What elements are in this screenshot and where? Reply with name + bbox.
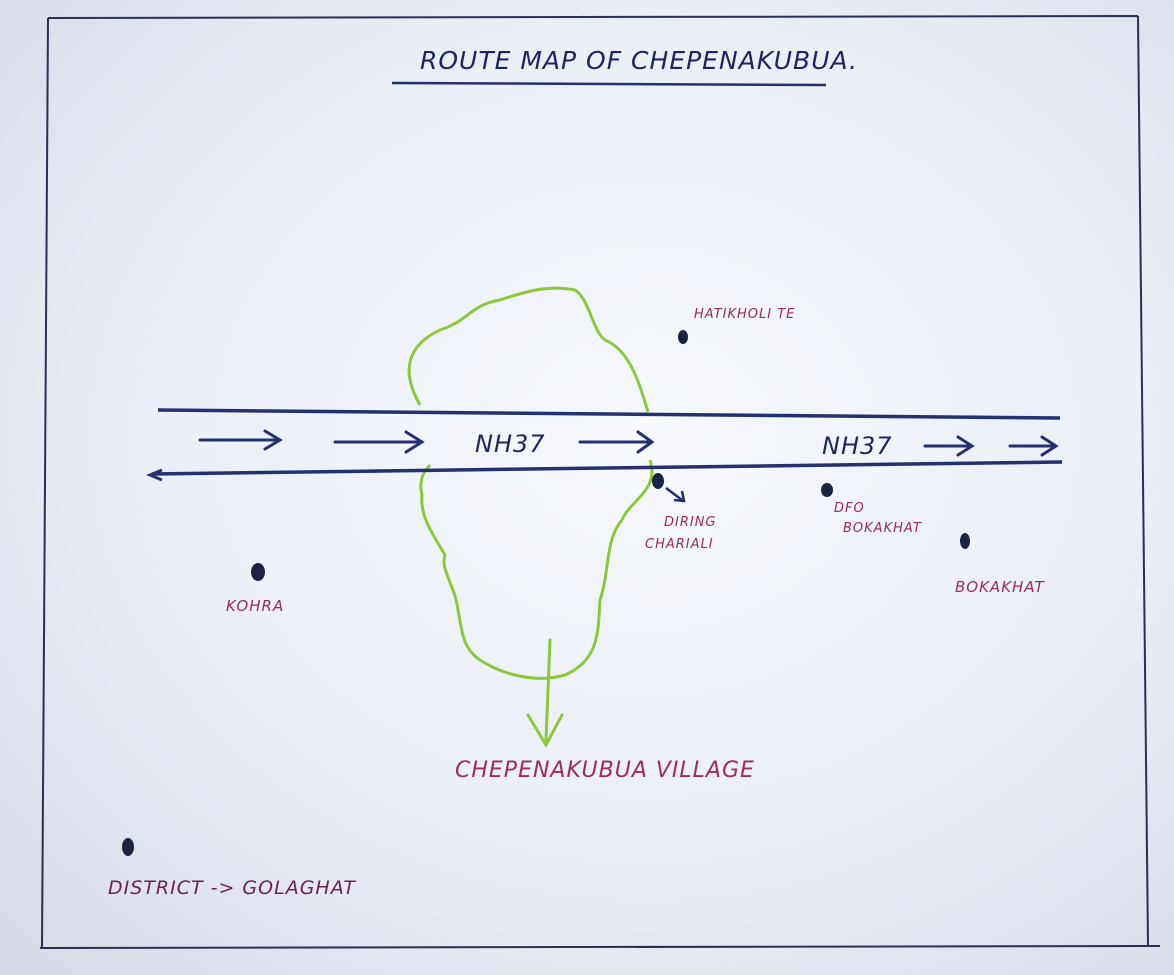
- highway-line-bottom: [151, 460, 1063, 476]
- village-boundary: [407, 286, 654, 680]
- diring-dot: [652, 473, 664, 489]
- place-label-dfo: DFO: [834, 501, 865, 516]
- page-border: [39, 15, 1161, 949]
- arrow-right-icon: [923, 435, 975, 457]
- highway-label-nh37-1: NH37: [475, 430, 546, 458]
- highway-end-arrow-icon: [146, 468, 163, 482]
- arrow-right-icon: [333, 430, 425, 454]
- village-label: CHEPENAKUBUA VILLAGE: [455, 758, 755, 783]
- arrow-right-icon: [198, 429, 283, 451]
- place-label-bokakhat: BOKAKHAT: [955, 578, 1045, 596]
- place-label-chariali: CHARIALI: [645, 537, 714, 552]
- place-label-kohra: KOHRA: [226, 597, 285, 615]
- place-label-hatikholi: HATIKHOLI TE: [694, 307, 796, 322]
- district-dot: [122, 838, 134, 856]
- map-title: ROUTE MAP OF CHEPENAKUBUA.: [420, 46, 858, 75]
- place-label-dfo-bokakhat: BOKAKHAT: [843, 521, 922, 536]
- title-underline: [391, 81, 827, 87]
- direction-arrows: [198, 429, 1059, 457]
- bokakhat-dot: [960, 533, 970, 549]
- dfo-dot: [821, 483, 833, 497]
- highway-label-nh37-2: NH37: [822, 432, 893, 460]
- diring-pointer-arrow-icon: [665, 487, 686, 503]
- district-label: DISTRICT -> GOLAGHAT: [108, 877, 356, 899]
- arrow-right-icon: [1008, 435, 1059, 457]
- place-label-diring: DIRING: [664, 515, 717, 530]
- hatikholi-dot: [678, 330, 688, 344]
- kohra-dot: [251, 563, 265, 581]
- arrow-right-icon: [578, 430, 655, 454]
- highway-line-top: [157, 408, 1061, 420]
- village-arrow-icon: [526, 638, 564, 749]
